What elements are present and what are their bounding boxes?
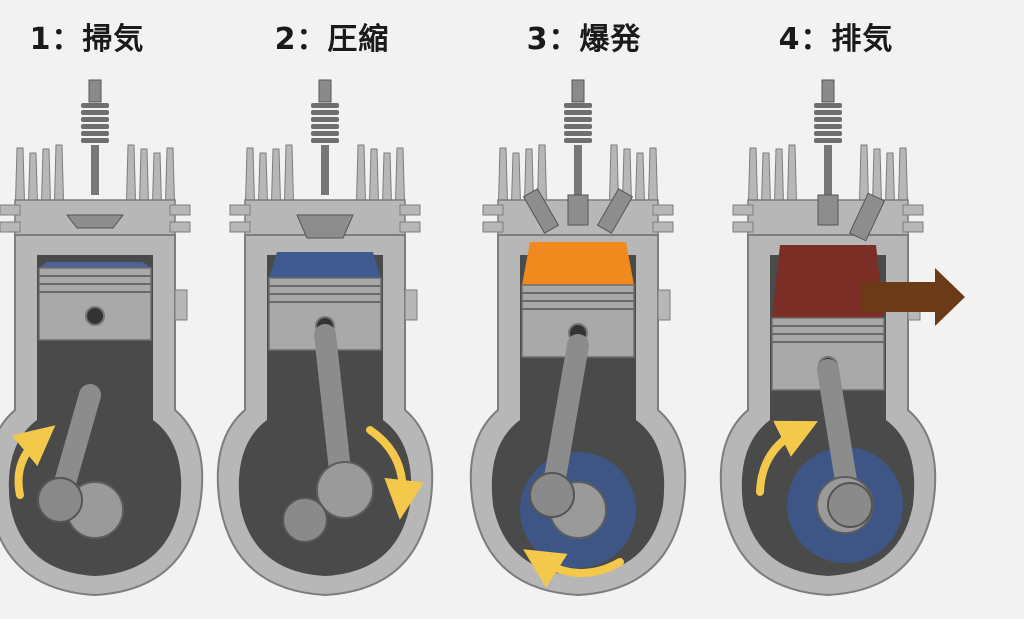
spark-plug-thread — [311, 124, 339, 129]
spark-plug-thread — [81, 103, 109, 108]
intake-valve — [522, 188, 560, 234]
side-fin — [399, 204, 421, 216]
spark-plug-tip — [318, 79, 332, 103]
port-flange — [657, 289, 671, 321]
spark-plug-thread — [81, 131, 109, 136]
spark-plug-thread — [564, 124, 592, 129]
spark-plug-stem — [824, 145, 832, 195]
crank-pin — [529, 472, 575, 518]
valve-head — [65, 214, 125, 229]
side-fin — [0, 204, 21, 216]
spark-plug-thread — [814, 124, 842, 129]
exhaust-valve — [848, 192, 886, 242]
side-fin — [902, 204, 924, 216]
gas-charge — [522, 242, 634, 285]
spark-plug-thread — [814, 110, 842, 115]
spark-plug-icon — [296, 79, 354, 239]
stroke-3-title: 3：爆発 — [526, 22, 642, 57]
spark-plug-thread — [814, 103, 842, 108]
engine-stroke-1 — [0, 79, 204, 597]
spark-plug-stem — [574, 145, 582, 195]
side-fin — [399, 221, 421, 233]
engine-stroke-3 — [469, 79, 687, 597]
exhaust-arrow-icon — [862, 268, 965, 326]
side-fin — [652, 221, 674, 233]
gas-charge — [269, 252, 381, 278]
spark-plug-tip — [571, 79, 585, 103]
side-fin — [169, 221, 191, 233]
connecting-rod — [541, 334, 589, 506]
spark-plug-thread — [311, 110, 339, 115]
side-fin — [482, 204, 504, 216]
spark-plug-thread — [311, 103, 339, 108]
stroke-4-title: 4：排気 — [778, 22, 894, 57]
port-flange — [174, 289, 188, 321]
side-fin — [652, 204, 674, 216]
stroke-2-title: 2：圧縮 — [274, 22, 390, 57]
spark-plug-icon — [65, 79, 125, 229]
spark-plug-thread — [81, 138, 109, 143]
spark-plug-body — [567, 194, 589, 226]
side-fin — [0, 221, 21, 233]
side-fin — [902, 221, 924, 233]
spark-plug-icon — [814, 79, 886, 242]
side-fin — [229, 221, 251, 233]
spark-plug-thread — [814, 131, 842, 136]
side-fin — [732, 204, 754, 216]
exhaust-valve — [596, 188, 634, 234]
crank-pin — [37, 477, 83, 523]
crank-disc — [316, 461, 374, 519]
side-fin — [229, 204, 251, 216]
spark-plug-body — [817, 194, 839, 226]
piston — [38, 267, 152, 341]
spark-plug-tip — [821, 79, 835, 103]
crank-pin — [282, 497, 328, 543]
spark-plug-tip — [88, 79, 102, 103]
rotation-arrow-icon — [366, 426, 425, 520]
spark-plug-thread — [311, 138, 339, 143]
side-fin — [732, 221, 754, 233]
port-flange — [404, 289, 418, 321]
spark-plug-stem — [91, 145, 99, 195]
spark-plug-icon — [522, 79, 634, 234]
engine-stroke-2 — [216, 79, 434, 597]
spark-plug-thread — [81, 117, 109, 122]
gas-charge — [39, 262, 151, 268]
spark-plug-thread — [564, 110, 592, 115]
side-fin — [169, 204, 191, 216]
spark-plug-thread — [564, 138, 592, 143]
engine-stroke-4 — [719, 79, 965, 597]
spark-plug-thread — [311, 117, 339, 122]
spark-plug-thread — [564, 131, 592, 136]
rotation-arrow-icon — [756, 420, 818, 496]
spark-plug-stem — [321, 145, 329, 195]
side-fin — [482, 221, 504, 233]
spark-plug-thread — [814, 138, 842, 143]
spark-plug-thread — [81, 110, 109, 115]
spark-plug-thread — [564, 103, 592, 108]
valve-head — [296, 214, 354, 239]
piston-body — [38, 267, 152, 341]
crank-pin — [827, 482, 873, 528]
spark-plug-thread — [311, 131, 339, 136]
stroke-1-title: 1：掃気 — [29, 22, 145, 57]
spark-plug-thread — [564, 117, 592, 122]
gas-charge — [772, 245, 884, 318]
rotation-arrow-icon — [523, 549, 624, 588]
rotation-arrow-icon — [11, 425, 56, 499]
spark-plug-thread — [81, 124, 109, 129]
wrist-pin — [85, 306, 105, 326]
spark-plug-thread — [814, 117, 842, 122]
